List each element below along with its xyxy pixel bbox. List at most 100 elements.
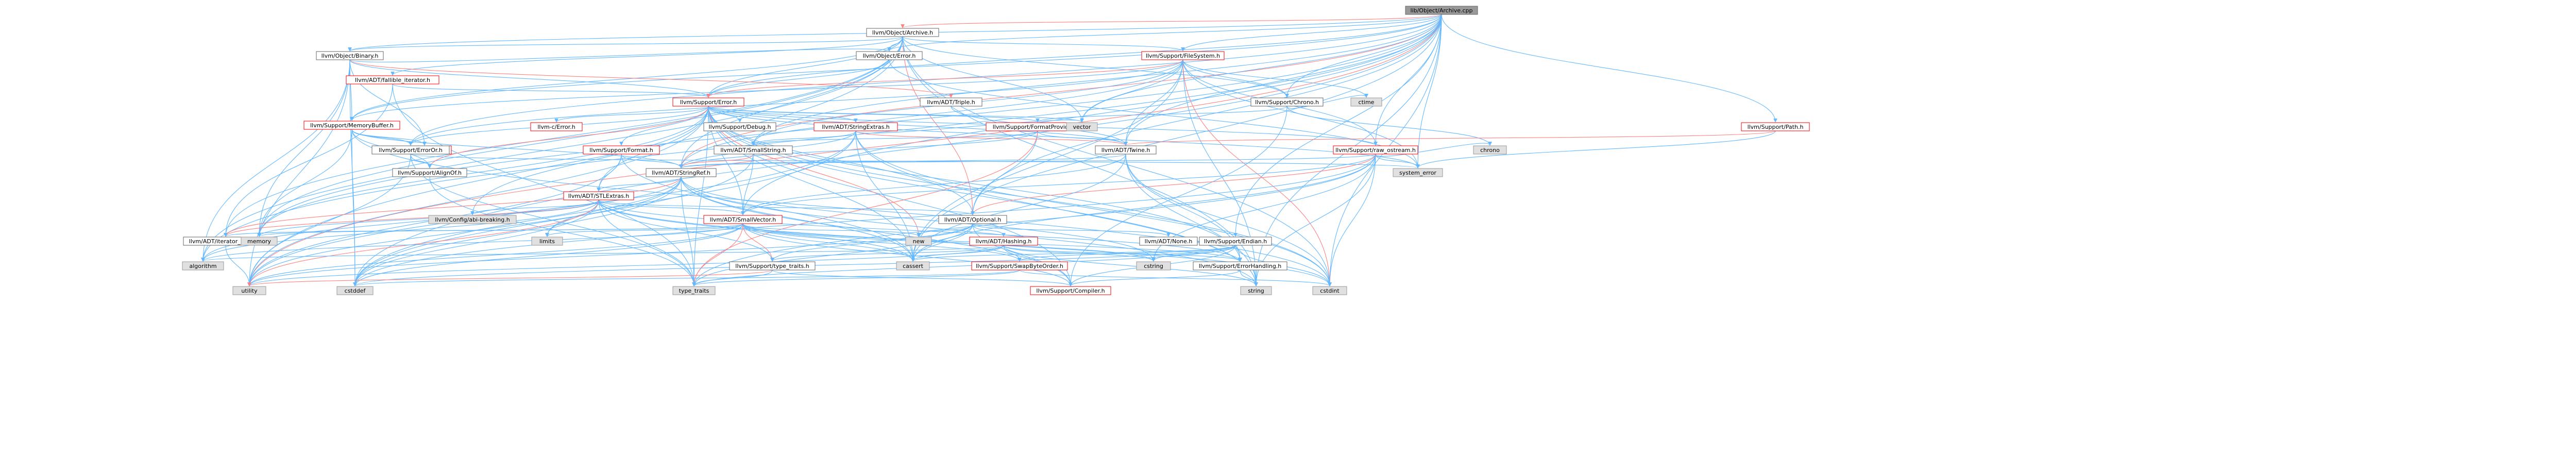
node-box <box>303 121 400 130</box>
node-box <box>232 286 266 295</box>
edge-archive-to-std_algorithm <box>201 36 903 262</box>
node-label: llvm-c/Error.h <box>537 124 575 130</box>
node-box <box>672 286 716 295</box>
node-smallvector[interactable]: llvm/ADT/SmallVector.h <box>703 215 783 224</box>
node-format[interactable]: llvm/Support/Format.h <box>583 145 660 155</box>
edge-archive-to-std_memory <box>257 36 903 237</box>
edge-filesystem-to-std_cstdint <box>1182 59 1332 286</box>
edge-objerror-to-supporterror <box>706 59 890 98</box>
node-box <box>1030 286 1111 295</box>
edge-optional-to-hashing <box>972 223 1006 237</box>
node-filesystem[interactable]: llvm/Support/FileSystem.h <box>1141 51 1225 60</box>
node-box <box>316 51 384 60</box>
edge-stlextras-to-optional <box>598 199 975 215</box>
node-box <box>814 122 898 131</box>
node-supporterror[interactable]: llvm/Support/Error.h <box>672 97 744 107</box>
node-box <box>1250 97 1324 107</box>
edge-memorybuffer-to-std_cstdint <box>351 129 1332 286</box>
edge-typetraits-to-std_utility <box>247 269 773 286</box>
node-chrono[interactable]: llvm/Support/Chrono.h <box>1250 97 1324 107</box>
edge-formatproviders-to-stringref <box>679 130 1038 168</box>
node-box <box>646 168 717 177</box>
node-box <box>346 75 439 85</box>
node-debug[interactable]: llvm/Support/Debug.h <box>703 122 776 131</box>
node-triple[interactable]: llvm/ADT/Triple.h <box>920 97 982 107</box>
node-compiler[interactable]: llvm/Support/Compiler.h <box>1030 286 1111 295</box>
edge-formatproviders-to-smallstring <box>751 130 1038 146</box>
node-box <box>336 286 374 295</box>
node-label: vector <box>1073 124 1091 130</box>
edge-filesystem-to-std_vector <box>1080 59 1183 123</box>
node-label: utility <box>241 288 258 294</box>
node-swapbyteorder[interactable]: llvm/Support/SwapByteOrder.h <box>971 261 1068 271</box>
edge-stlextras-to-errorhandling <box>598 199 1242 262</box>
node-smallstring[interactable]: llvm/ADT/SmallString.h <box>714 145 793 155</box>
edge-endian-to-std_type_traits <box>692 245 1236 286</box>
node-archive[interactable]: llvm/Object/Archive.h <box>866 28 939 37</box>
node-stringextras[interactable]: llvm/ADT/StringExtras.h <box>814 122 898 131</box>
node-stringref[interactable]: llvm/ADT/StringRef.h <box>646 168 717 177</box>
node-box <box>530 122 583 131</box>
node-label: llvm/Support/MemoryBuffer.h <box>310 122 394 129</box>
node-optional[interactable]: llvm/ADT/Optional.h <box>938 215 1007 224</box>
node-hashing[interactable]: llvm/ADT/Hashing.h <box>969 237 1038 246</box>
edge-smallvector-to-std_new <box>742 223 921 237</box>
edge-chrono-to-formatproviders <box>1036 106 1287 123</box>
node-errorc[interactable]: llvm-c/Error.h <box>530 122 583 131</box>
node-label: llvm/Support/Path.h <box>1748 124 1804 130</box>
node-root[interactable]: lib/Object/Archive.cpp <box>1405 6 1478 15</box>
edge-stringextras-to-std_vector <box>855 118 1084 133</box>
node-path[interactable]: llvm/Support/Path.h <box>1741 122 1810 131</box>
node-erroror[interactable]: llvm/Support/ErrorOr.h <box>371 145 450 155</box>
edge-rawostream-to-stringref <box>679 154 1376 168</box>
node-rawostream[interactable]: llvm/Support/raw_ostream.h <box>1333 145 1418 155</box>
edge-rawostream-to-optional <box>971 154 1376 215</box>
node-label: llvm/Support/AlignOf.h <box>398 170 462 176</box>
edge-archive-to-supporterror <box>706 36 903 98</box>
node-label: llvm/ADT/Hashing.h <box>976 238 1032 245</box>
node-label: llvm/Object/Binary.h <box>321 53 379 59</box>
edge-filesystem-to-supporterror <box>706 59 1183 98</box>
node-box <box>1405 6 1478 15</box>
node-fallible[interactable]: llvm/ADT/fallible_iterator.h <box>346 75 439 85</box>
edge-smallstring-to-stringref <box>679 154 754 168</box>
node-errorhandling[interactable]: llvm/Support/ErrorHandling.h <box>1193 261 1287 271</box>
edge-stringextras-to-std_string <box>855 130 1258 286</box>
node-label: llvm/ADT/STLExtras.h <box>568 193 630 199</box>
edge-stlextras-to-std_cstddef <box>353 199 599 286</box>
edge-filesystem-to-std_ctime <box>1182 59 1368 98</box>
edge-rawostream-to-std_cstdint <box>1328 154 1376 286</box>
node-twine[interactable]: llvm/ADT/Twine.h <box>1095 145 1157 155</box>
node-stlextras[interactable]: llvm/ADT/STLExtras.h <box>563 191 634 200</box>
node-adtnone[interactable]: llvm/ADT/None.h <box>1139 237 1198 246</box>
edge-stringref-to-iteratorrange <box>224 176 682 237</box>
edge-supporterror-to-std_memory <box>257 106 709 237</box>
edge-format-to-stringref <box>621 154 683 168</box>
node-endian[interactable]: llvm/Support/Endian.h <box>1199 237 1272 246</box>
edge-typetraits-to-compiler <box>772 269 1073 286</box>
node-label: llvm/ADT/StringExtras.h <box>822 124 890 130</box>
node-binary[interactable]: llvm/Object/Binary.h <box>316 51 384 60</box>
node-typetraits[interactable]: llvm/Support/type_traits.h <box>729 261 816 271</box>
edge-binary-to-triple <box>349 59 953 98</box>
node-alignof[interactable]: llvm/Support/AlignOf.h <box>392 168 467 177</box>
edge-root-to-optional <box>971 14 1442 215</box>
edge-smallstring-to-std_cstddef <box>353 154 754 286</box>
edge-endian-to-swapbyteorder <box>1018 245 1236 262</box>
node-box <box>1066 122 1098 131</box>
edge-binary-to-objerror <box>349 47 891 62</box>
node-label: ctime <box>1359 99 1375 106</box>
node-label: llvm/Support/Debug.h <box>709 124 771 130</box>
edge-stlextras-to-std_type_traits <box>598 199 696 286</box>
edge-root-to-std_system_error <box>1416 14 1442 168</box>
edge-fallible-to-supporterror <box>392 83 710 98</box>
node-std_cstddef: cstddef <box>336 286 374 295</box>
node-label: llvm/ADT/None.h <box>1145 238 1193 245</box>
node-objerror[interactable]: llvm/Object/Error.h <box>856 51 923 60</box>
edge-swapbyteorder-to-std_cstddef <box>353 269 1020 286</box>
edge-supporterror-to-std_utility <box>247 106 709 286</box>
edge-filesystem-to-chrono <box>1182 59 1289 98</box>
edge-root-to-std_cassert <box>911 14 1442 262</box>
node-memorybuffer[interactable]: llvm/Support/MemoryBuffer.h <box>303 121 400 130</box>
node-box <box>856 51 923 60</box>
